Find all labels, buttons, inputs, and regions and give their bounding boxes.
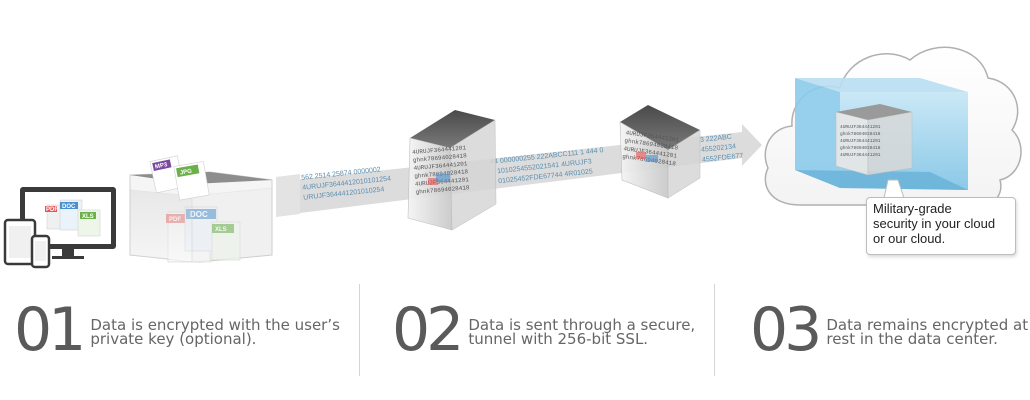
step-number: 02: [392, 295, 464, 365]
step-line: private key (optional).: [90, 330, 257, 348]
step-description: Data is sent through a secure, tunnel wi…: [468, 316, 696, 348]
step-number: 03: [750, 295, 822, 365]
svg-text:4URUJF364441201: 4URUJF364441201: [840, 138, 881, 144]
encryption-box: PDF DOC XLS MP3 JPG: [129, 155, 273, 263]
svg-text:4URUJF364441201: 4URUJF364441201: [840, 152, 881, 158]
encryption-flow-illustration: 562 2514 25874 0000002 4URUJF36444120101…: [3, 46, 1022, 269]
svg-text:ghnk78694028418: ghnk78694028418: [840, 145, 881, 151]
step-description: Data remains encrypted at rest in the da…: [826, 316, 1029, 348]
encrypted-cube-2: 4URUJF364441201 ghnk78694028418 4URUJF36…: [619, 105, 701, 199]
svg-text:ghnk78694028418: ghnk78694028418: [840, 131, 881, 137]
step-line: Data is encrypted with the user’s: [90, 316, 340, 334]
callout-line: security in your cloud: [873, 216, 996, 231]
svg-text:4URUJF364441201: 4URUJF364441201: [413, 160, 468, 172]
cloud-vault: 4URUJF364441201 ghnk78694028418 4URUJF36…: [764, 46, 1022, 208]
step-number: 01: [14, 295, 86, 365]
step-divider: [359, 284, 360, 376]
step-line: Data remains encrypted at: [826, 316, 1029, 334]
svg-text:ghnk78694028418: ghnk78694028418: [415, 184, 470, 196]
step-line: Data is sent through a secure,: [468, 316, 696, 334]
step-1: 01 Data is encrypted with the user’s pri…: [14, 282, 340, 378]
step-line: rest in the data center.: [826, 330, 998, 348]
svg-text:4URUJF364441201: 4URUJF364441201: [412, 144, 467, 156]
svg-text:4URUJF364441201: 4URUJF364441201: [840, 124, 881, 130]
steps-row: 01 Data is encrypted with the user’s pri…: [0, 282, 1030, 378]
svg-text:ghnk78694028418: ghnk78694028418: [413, 152, 468, 164]
callout-line: Military-grade: [873, 201, 952, 216]
callout-line: or our cloud.: [873, 231, 946, 246]
devices-icon: DOC XLS PDF: [3, 187, 116, 269]
xls-label: XLS: [215, 227, 227, 233]
svg-text:MP3: MP3: [155, 162, 169, 171]
stream-line: 3 222ABC: [700, 134, 732, 144]
step-description: Data is encrypted with the user’s privat…: [90, 316, 340, 348]
step-line: tunnel with 256-bit SSL.: [468, 330, 649, 348]
xls-label: XLS: [82, 214, 94, 220]
security-callout: Military-grade security in your cloud or…: [866, 197, 1016, 255]
stream-line: 455202134: [701, 143, 737, 154]
step-2: 02 Data is sent through a secure, tunnel…: [392, 282, 695, 378]
stream-line: 4552FDE677: [702, 153, 744, 164]
step-3: 03 Data remains encrypted at rest in the…: [750, 282, 1028, 378]
svg-text:JPG: JPG: [180, 169, 193, 177]
jpg-file-icon: JPG: [173, 161, 210, 201]
encrypted-stream-far-right: 3 222ABC 455202134 4552FDE677: [700, 134, 744, 164]
encrypted-cube-1: 4URUJF364441201 ghnk78694028418 4URUJF36…: [407, 110, 497, 231]
doc-label: DOC: [190, 210, 208, 219]
doc-label: DOC: [62, 204, 76, 210]
step-divider: [714, 284, 715, 376]
pdf-label: PDF: [46, 207, 58, 213]
